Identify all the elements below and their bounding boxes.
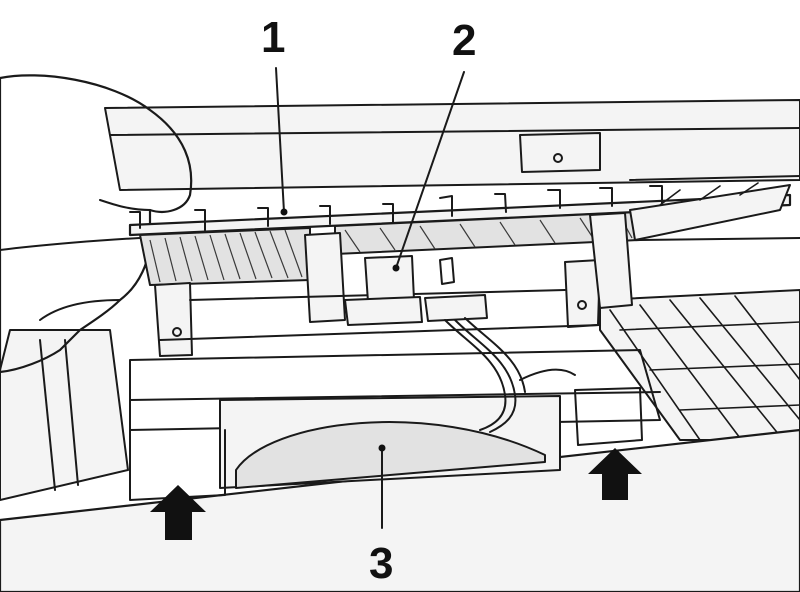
leader-lines	[275, 67, 465, 529]
callout-2: 2	[452, 16, 476, 65]
mounting-brackets	[154, 212, 633, 357]
vent-louvers	[599, 289, 800, 441]
hand-illustration	[0, 74, 193, 374]
up-arrow-icon	[588, 448, 642, 500]
left-frame	[0, 329, 129, 501]
component-2-connector	[344, 255, 488, 326]
up-arrow-icon	[150, 485, 206, 540]
callout-3: 3	[369, 539, 393, 588]
wiring-harness	[444, 317, 576, 433]
component-1-strip	[128, 182, 792, 286]
callout-1: 1	[261, 13, 285, 62]
